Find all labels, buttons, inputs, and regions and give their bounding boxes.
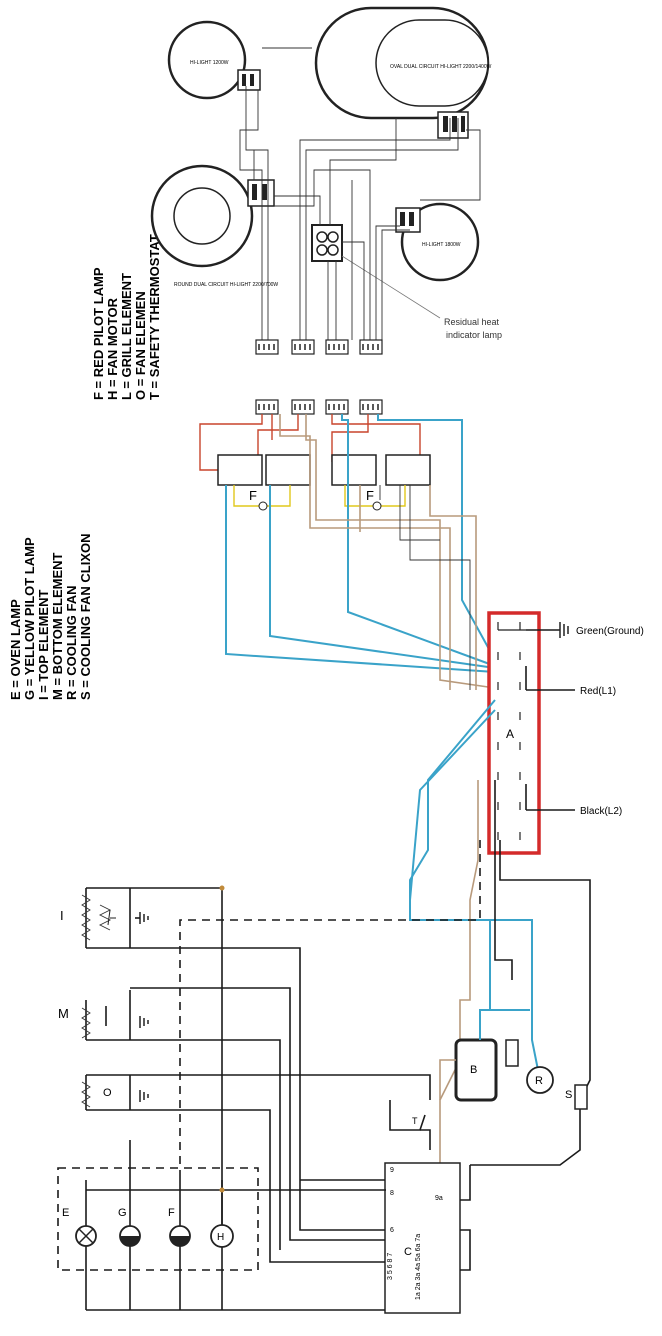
element-f-label: F [168,1207,175,1219]
cooling-fan-r-label: R [535,1075,543,1087]
legend-s: S = COOLING FAN CLIXON [78,534,93,701]
burner-right: HI-LIGHT 1800W [395,202,480,282]
element-g-label: G [118,1207,127,1219]
legend-m: M = BOTTOM ELEMENT [50,552,65,700]
legend-e: E = OVEN LAMP [8,599,23,700]
selector-pins-bottom: 1a 2a 3a 4a 5a 6a 7a [415,1234,422,1300]
selector-pin-8: 8 [390,1190,394,1197]
legend-f: F = RED PILOT LAMP [91,267,106,400]
residual-lamp-label-2: indicator lamp [446,330,502,340]
switch-b-label: B [470,1064,477,1076]
residual-lamp-label-1: Residual heat [444,317,500,327]
burner-right-label: HI-LIGHT 1800W [422,242,461,248]
element-h-label: H [217,1232,224,1243]
selector-pins-side: 3 5 6 8 7 [387,1253,394,1280]
feed-wiring [225,414,496,690]
terminal-green-ground: Green(Ground) [576,626,644,637]
burner-round: ROUND DUAL CIRCUIT HI-LIGHT 2200/700W [150,164,278,288]
terminal-black-l2: Black(L2) [580,806,622,817]
selector-pin-9a: 9a [435,1195,443,1202]
legend-t: T = SAFETY THERMOSTAT [147,234,162,400]
legend: F = RED PILOT LAMP H = FAN MOTOR L = GRI… [8,234,162,700]
element-m-label: M [58,1006,69,1021]
hob-section: HI-LIGHT 1200W OVAL DUAL CIRCUIT HI-LIGH… [150,6,502,415]
legend-i: I = TOP ELEMENT [36,590,51,700]
legend-g: G = YELLOW PILOT LAMP [22,537,37,700]
terminal-red-l1: Red(L1) [580,686,616,697]
oven-wiring: S R B T C 1a 2a 3a 4a 5a 6a 7a 3 5 6 8 7… [179,699,591,1314]
terminal-block-a: A Green(Ground) Red(L1) Black(L2) [487,611,644,855]
selector-pin-6: 6 [390,1227,394,1234]
burner-round-label: ROUND DUAL CIRCUIT HI-LIGHT 2200/700W [174,282,278,288]
residual-heat-lamp: Residual heat indicator lamp [311,224,502,340]
legend-right-column: F = RED PILOT LAMP H = FAN MOTOR L = GRI… [91,234,162,400]
element-i-label: I [60,908,64,923]
legend-r: R = COOLING FAN [64,586,79,700]
energy-regulators: F F [199,414,431,511]
oven-elements: I M O E G F H [57,885,431,1311]
pilot-lamp-f-left: F [249,488,257,503]
burner-oval-label: OVAL DUAL CIRCUIT HI-LIGHT 2200/1400W [390,64,492,70]
legend-left-column: E = OVEN LAMP G = YELLOW PILOT LAMP I = … [8,534,93,701]
element-o-label: O [103,1087,112,1099]
clixon-s-label: S [565,1089,572,1101]
legend-h: H = FAN MOTOR [105,297,120,400]
terminal-a-label: A [506,727,514,741]
selector-pin-9: 9 [390,1167,394,1174]
selector-c-label: C [404,1246,412,1258]
legend-o: O = FAN ELEMEN [133,291,148,400]
pilot-lamp-f-right: F [366,488,374,503]
hob-connectors [255,339,383,415]
burner-top-left-label: HI-LIGHT 1200W [190,60,229,66]
hob-wiring [239,47,481,340]
thermostat-t-label: T [412,1116,418,1126]
burner-oval: OVAL DUAL CIRCUIT HI-LIGHT 2200/1400W [314,6,492,139]
element-e-label: E [62,1207,69,1219]
legend-l: L = GRILL ELEMENT [119,273,134,400]
burner-top-left: HI-LIGHT 1200W [167,20,261,100]
